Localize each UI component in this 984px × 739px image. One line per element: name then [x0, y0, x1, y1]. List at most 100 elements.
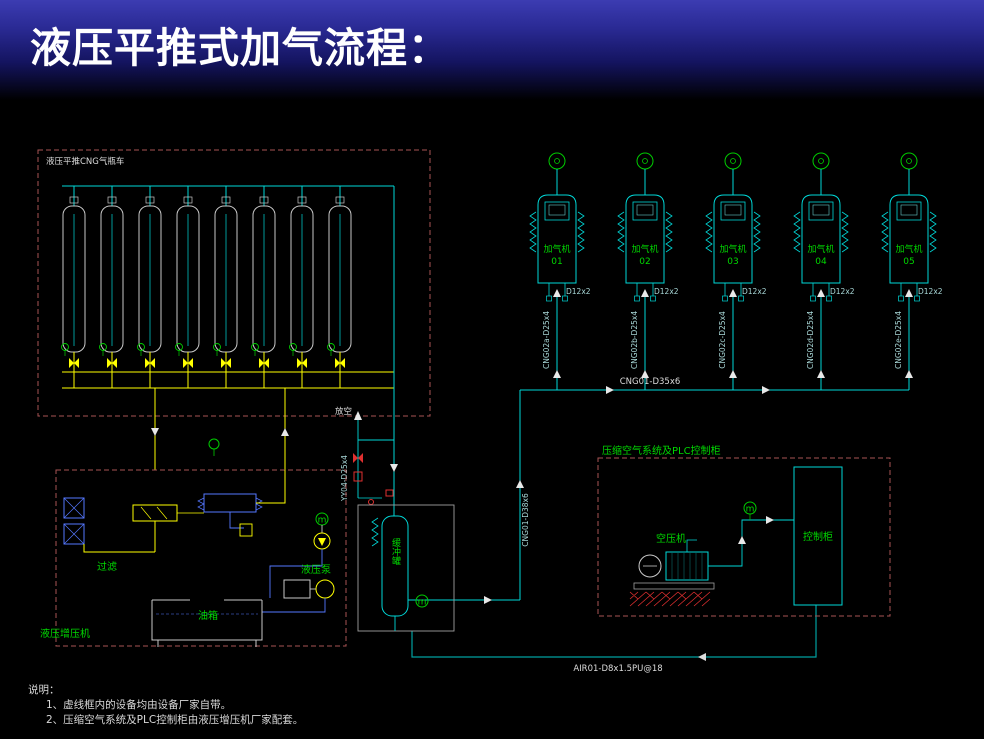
- hydraulic-dashed-box: [55, 469, 347, 647]
- cng-cylinder: [175, 185, 200, 389]
- flow-arrow-icon: [516, 480, 524, 488]
- relief-valve-icon: [239, 523, 253, 537]
- directional-valve-icon: [203, 493, 257, 513]
- return-pipe: [262, 598, 326, 613]
- oil-pipe: [256, 470, 286, 504]
- air-plc-dashed-box: [597, 457, 891, 617]
- dispenser-number: 04: [815, 257, 827, 267]
- vent-valve-icon: [353, 453, 363, 463]
- dispenser-name: 加气机: [543, 243, 570, 255]
- air-line-label: AIR01-D8x1.5PU@18: [573, 664, 662, 674]
- pump-triangle-icon: [318, 538, 326, 546]
- riser-label: CNG02a-D25x4: [542, 311, 551, 369]
- pump-label: 液压泵: [301, 563, 331, 576]
- title-bar: 液压平推式加气流程：: [0, 0, 984, 100]
- cng-cylinder: [99, 185, 124, 389]
- filter-cross-icon: [63, 523, 85, 545]
- control-cabinet-icon: [793, 466, 843, 606]
- gauge-icon: [208, 438, 220, 450]
- dispenser-number: 02: [639, 257, 650, 267]
- hose-label: D12x2: [830, 287, 855, 296]
- riser-label: CNG02e-D25x4: [894, 311, 903, 369]
- oil-pipe: [229, 512, 244, 529]
- compressor-pipe: [686, 539, 697, 552]
- hose-label: D12x2: [742, 287, 767, 296]
- dispenser-name: 加气机: [719, 243, 746, 255]
- riser-label: CNG02b-D25x4: [630, 311, 639, 369]
- control-cabinet-label: 控制柜: [803, 530, 833, 543]
- trailer-dashed-box: [37, 149, 431, 417]
- piping: 放空 YY04-D25x4 CNG01-D38x6 CNG01-D35x6 AI…: [151, 186, 909, 674]
- flow-arrow-icon: [698, 653, 706, 661]
- flow-arrow-icon: [390, 464, 398, 472]
- cng-cylinder: [327, 185, 352, 389]
- compressor-base: [633, 582, 715, 590]
- hydraulic-section: 液压增压机 过滤 m 液压泵: [40, 469, 347, 647]
- oil-tank-icon: [151, 600, 263, 641]
- flow-arrow-icon: [281, 428, 289, 436]
- filter-body-icon: [63, 497, 85, 519]
- note-item: 1、虚线框内的设备均由设备厂家自带。: [46, 698, 231, 711]
- dispenser-number: 05: [903, 257, 914, 267]
- slide-title: 液压平推式加气流程：: [30, 25, 450, 71]
- riser-label: CNG02c-D25x4: [718, 311, 727, 369]
- suction-pipe: [269, 549, 323, 598]
- vent-arrow-icon: [354, 411, 362, 420]
- buffer-riser-label: CNG01-D38x6: [521, 493, 530, 547]
- filter-cross-icon: [63, 497, 85, 519]
- dispenser-name: 加气机: [895, 243, 922, 255]
- hose-label: D12x2: [654, 287, 679, 296]
- cng-cylinder: [289, 185, 314, 389]
- valve-arrows: [140, 506, 168, 520]
- dispenser-name: 加气机: [631, 243, 658, 255]
- dispenser-number: 01: [551, 257, 562, 267]
- trailer-section: 液压平推CNG气瓶车: [37, 149, 431, 417]
- notes-heading: 说明：: [28, 683, 60, 696]
- filter-label: 过滤: [97, 560, 117, 573]
- relief-fitting-icon: [385, 489, 394, 497]
- buffer-tank-label: 缓冲罐: [390, 537, 401, 566]
- motor-symbol: m: [746, 505, 755, 515]
- gas-dispenser: [617, 152, 673, 391]
- foundation-hatch-icon: [629, 591, 711, 600]
- trailer-box-label: 液压平推CNG气瓶车: [46, 156, 124, 167]
- motor-symbol: m: [318, 516, 327, 526]
- motor-icon: [415, 594, 429, 608]
- flow-arrow-icon: [606, 386, 614, 394]
- directional-valve-icon: [132, 504, 178, 522]
- flow-arrow-icon: [484, 596, 492, 604]
- dispenser-number: 03: [727, 257, 738, 267]
- vent-label: 放空: [335, 406, 352, 417]
- pump-motor-icon: [283, 579, 311, 599]
- flow-arrow-icon: [151, 428, 159, 436]
- air-plc-section: 压缩空气系统及PLC控制柜 空压机 m 控制柜: [597, 444, 891, 617]
- gas-dispenser: [529, 152, 585, 391]
- gas-dispenser: [881, 152, 937, 391]
- air-to-cabinet-pipe: [708, 519, 794, 567]
- flow-arrow-icon: [766, 516, 774, 524]
- relief-port-icon: [368, 499, 374, 505]
- main-header-label: CNG01-D35x6: [620, 377, 681, 387]
- compressor-label: 空压机: [656, 532, 686, 545]
- dispenser-name: 加气机: [807, 243, 834, 255]
- buffer-box: [357, 504, 455, 632]
- flow-arrow-icon: [738, 536, 746, 544]
- cng-cylinder: [213, 185, 238, 389]
- buffer-tank-section: 缓冲罐 m: [357, 504, 455, 632]
- valve-spring-icon: [255, 497, 263, 511]
- compressor-motor-icon: [638, 554, 662, 578]
- oil-tank-label: 油箱: [198, 609, 218, 622]
- compressor-fins: [671, 552, 703, 580]
- vent-pipe-label: YY04-D25x4: [340, 455, 349, 502]
- flow-arrow-icon: [762, 386, 770, 394]
- hose-label: D12x2: [566, 287, 591, 296]
- hydraulic-box-label: 液压增压机: [40, 627, 90, 640]
- valve-spring-icon: [197, 497, 205, 511]
- hose-label: D12x2: [918, 287, 943, 296]
- note-item: 2、压缩空气系统及PLC控制柜由液压增压机厂家配套。: [46, 713, 303, 726]
- oil-pipe: [83, 544, 155, 553]
- coil-icon: [371, 517, 379, 547]
- gas-dispenser: [793, 152, 849, 391]
- air-line-pipe: [411, 605, 817, 658]
